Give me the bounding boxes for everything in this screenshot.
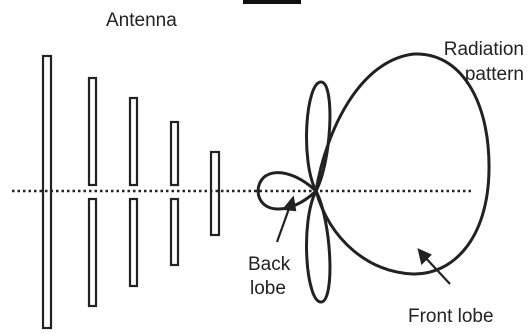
director-2-upper <box>169 120 180 187</box>
front-lobe-arrowhead <box>417 248 432 266</box>
lower-side-lobe <box>305 187 332 304</box>
label-arrows <box>275 195 451 285</box>
director-1-lower <box>128 197 139 288</box>
antenna-label: Antenna <box>106 10 177 31</box>
back-lobe-arrowhead <box>281 195 297 212</box>
front-lobe-label: Front lobe <box>408 306 494 327</box>
back-lobe-label-line2: lobe <box>250 278 286 299</box>
antenna-elements <box>41 54 221 330</box>
radiation-label-line1: Radiation <box>444 39 524 60</box>
front-lobe-arrow-line <box>422 254 451 285</box>
top-edge-mark <box>243 0 301 4</box>
upper-side-lobe <box>305 80 332 195</box>
radiation-pattern <box>256 52 491 304</box>
director-1-upper <box>128 96 139 187</box>
director-2-lower <box>169 197 180 267</box>
back-lobe-label-line1: Back <box>248 254 291 275</box>
director-3 <box>209 150 221 237</box>
driven-element-upper <box>87 76 98 187</box>
front-lobe-shape <box>314 52 491 276</box>
driven-element-lower <box>87 197 98 308</box>
reflector-element <box>41 54 53 330</box>
radiation-label-line2: pattern <box>465 64 524 85</box>
